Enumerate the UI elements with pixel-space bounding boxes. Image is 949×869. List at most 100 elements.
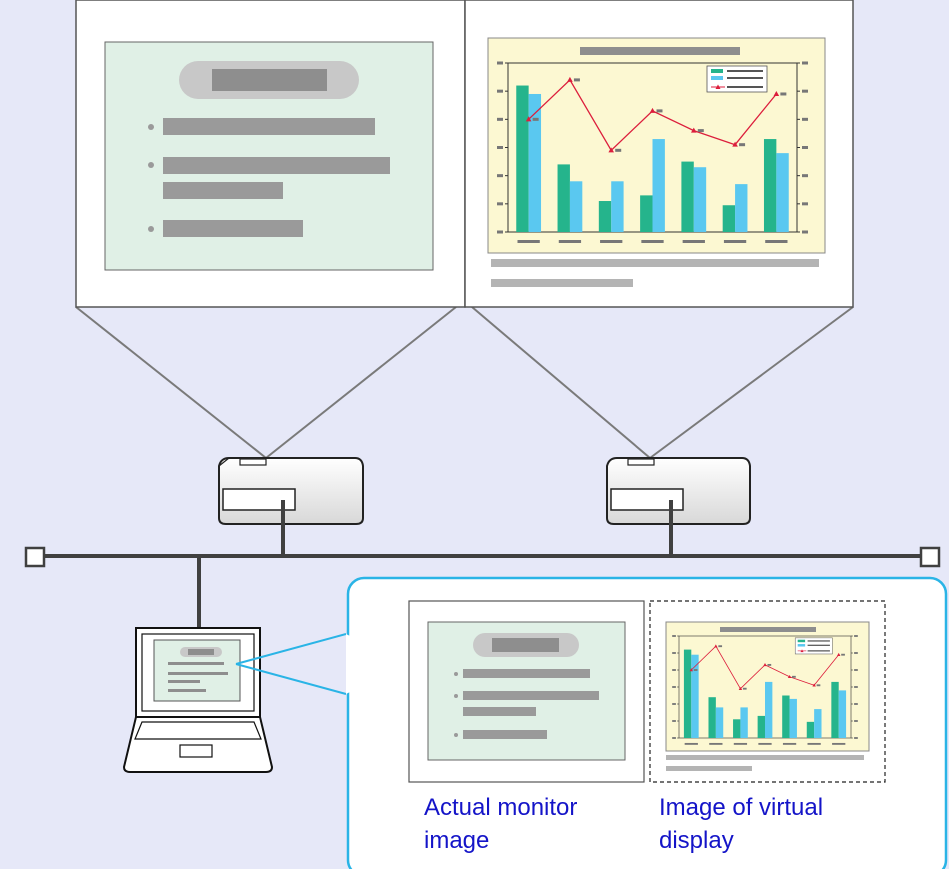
bar-series-1: [681, 161, 694, 232]
bar-series-2: [652, 139, 665, 232]
chart-small: [672, 635, 858, 745]
point-data-label: [742, 687, 747, 690]
y-tick-label-left: [497, 174, 503, 178]
left-slide: [104, 41, 434, 271]
point-data-label: [718, 645, 723, 648]
y-tick-label-left: [672, 669, 676, 671]
line-point: [738, 686, 743, 690]
network-terminator-icon: [919, 546, 941, 568]
bar-series-2: [715, 707, 724, 738]
y-tick-label-right: [854, 686, 858, 688]
bullet-list: [148, 118, 390, 237]
legend-label: [807, 644, 830, 646]
point-data-label: [816, 684, 821, 687]
y-tick-label-right: [854, 652, 858, 654]
x-tick-label: [600, 240, 623, 243]
bar-series-1: [782, 695, 790, 738]
x-tick-label: [641, 240, 664, 243]
bar-series-2: [838, 690, 847, 738]
bar-series-1: [598, 201, 612, 232]
x-tick-label: [733, 742, 748, 745]
y-tick-label-left: [672, 635, 676, 637]
bar-series-1: [516, 85, 529, 233]
point-data-label: [615, 148, 622, 152]
virtual-display-caption: Image of virtual display: [659, 794, 824, 854]
x-tick-label: [832, 742, 846, 745]
point-data-label: [767, 663, 772, 666]
y-tick-label-left: [672, 737, 676, 739]
bar-series-1: [733, 719, 741, 738]
legend-label: [807, 650, 830, 652]
bar-series-2: [691, 654, 699, 738]
x-tick-label: [765, 240, 788, 243]
bar-series-2: [814, 709, 822, 738]
x-tick-label: [558, 240, 582, 243]
y-tick-label-right: [802, 61, 808, 65]
point-data-label: [532, 117, 539, 121]
bar-series-1: [722, 205, 736, 232]
chart-big: [497, 61, 808, 243]
bar-series-1: [640, 195, 653, 232]
actual-monitor-caption: Actual monitor image: [424, 794, 578, 854]
line-point: [689, 668, 694, 672]
x-tick-label: [682, 240, 705, 243]
y-tick-label-left: [672, 720, 676, 722]
y-tick-label-right: [854, 703, 858, 705]
bar-series-2: [735, 184, 748, 232]
legend-label: [727, 77, 763, 79]
y-tick-label-right: [854, 669, 858, 671]
point-data-label: [573, 78, 580, 82]
legend-marker: [800, 649, 804, 653]
laptop-icon: [122, 627, 274, 773]
bar-series-2: [611, 181, 624, 232]
line-point: [836, 652, 841, 656]
y-tick-label-right: [802, 146, 808, 149]
bar-series-1: [806, 721, 815, 738]
y-tick-label-left: [497, 117, 503, 121]
bar-series-1: [708, 697, 716, 738]
y-tick-label-left: [497, 202, 503, 206]
line-point: [525, 116, 532, 122]
point-data-label: [693, 669, 698, 671]
projection-beams: [75, 306, 854, 459]
bar-series-2: [776, 153, 789, 232]
legend-label: [727, 70, 763, 72]
bar-series-2: [740, 707, 748, 738]
y-tick-label-right: [802, 230, 808, 234]
virtual-display-image: [649, 600, 886, 783]
line-point: [714, 644, 718, 648]
legend-swatch: [797, 644, 806, 647]
y-tick-label-left: [497, 230, 503, 234]
point-data-label: [792, 675, 796, 678]
bar-series-1: [763, 139, 777, 232]
x-tick-label: [807, 742, 821, 745]
point-data-label: [841, 653, 845, 656]
y-tick-label-right: [802, 117, 808, 121]
point-data-label: [656, 109, 663, 113]
x-tick-label: [723, 240, 747, 243]
bar-series-2: [528, 93, 542, 232]
line-point: [690, 127, 697, 133]
bar-series-1: [831, 681, 839, 738]
y-tick-label-left: [497, 146, 503, 149]
legend-label: [727, 86, 763, 88]
actual-monitor-image: [408, 600, 645, 783]
legend-label: [807, 640, 830, 642]
projector-icon: [606, 457, 751, 525]
y-tick-label-right: [854, 720, 858, 722]
y-tick-label-left: [497, 61, 503, 65]
legend-swatch: [797, 639, 806, 643]
x-tick-label: [684, 742, 698, 745]
line-point: [732, 141, 738, 147]
bar-series-2: [765, 681, 773, 738]
line-point: [763, 663, 767, 667]
y-tick-label-right: [802, 202, 808, 206]
x-tick-label: [782, 742, 797, 745]
y-tick-label-left: [672, 686, 676, 688]
y-tick-label-right: [854, 635, 858, 637]
line-point: [567, 76, 573, 82]
bar-series-2: [789, 698, 797, 738]
projector-icon: [218, 457, 364, 525]
x-tick-label: [758, 742, 772, 745]
